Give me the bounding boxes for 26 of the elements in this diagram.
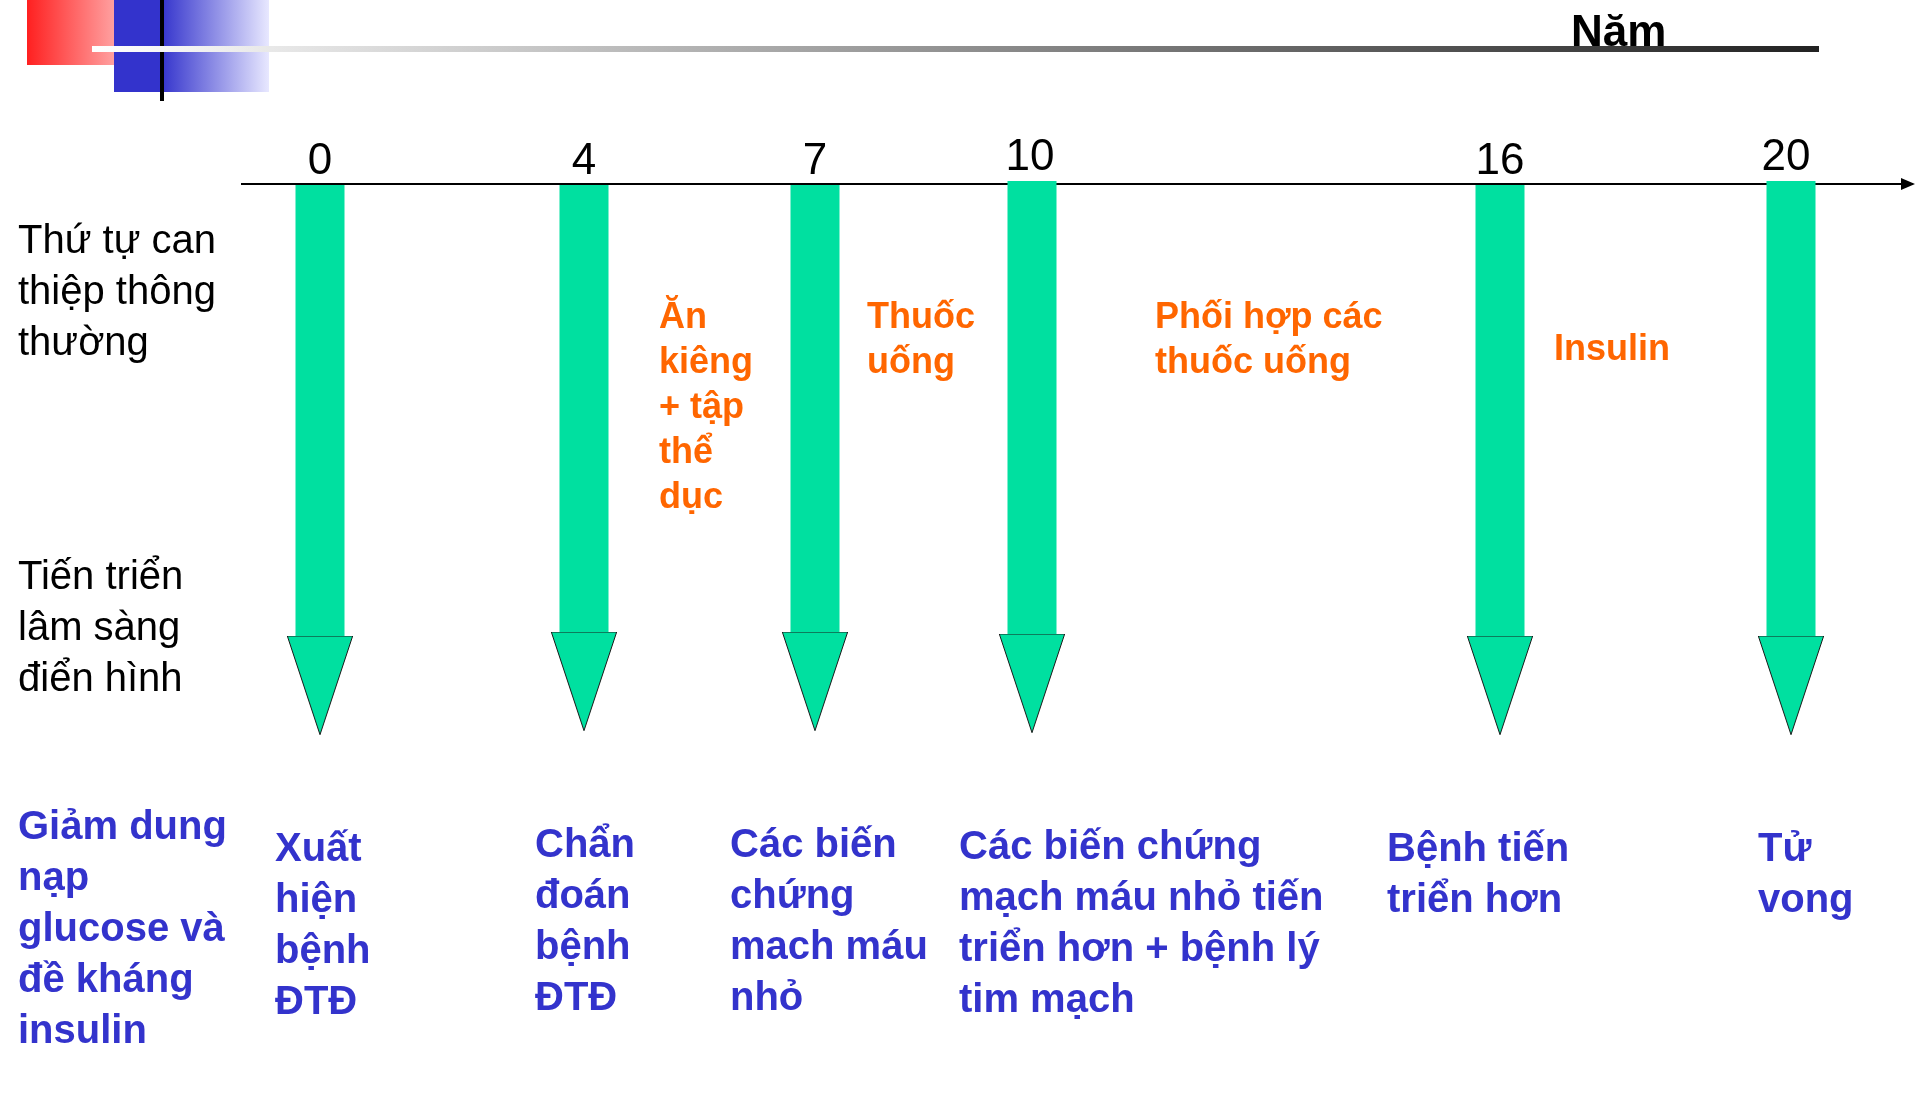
block-arrow [998, 181, 1066, 734]
axis-title: Năm [1571, 6, 1667, 56]
year-number: 16 [1460, 137, 1540, 181]
intervention-label: Thuốc uống [867, 294, 976, 383]
intervention-label: Insulin [1554, 326, 1671, 370]
block-arrow [1757, 181, 1825, 736]
intervention-label: Ăn kiêng + tập thể dục [659, 294, 755, 518]
outcome-label: Bệnh tiến triển hơn [1387, 822, 1617, 924]
block-arrow [286, 185, 354, 736]
outcome-label: Tử vong [1758, 822, 1898, 924]
outcome-label: Các biến chứng mach máu nhỏ [730, 818, 930, 1022]
intervention-label: Phối hợp các thuốc uống [1155, 294, 1384, 383]
year-number: 20 [1746, 133, 1826, 177]
outcome-label: Xuất hiện bệnh ĐTĐ [275, 822, 415, 1026]
outcome-label: Chẩn đoán bệnh ĐTĐ [535, 818, 675, 1022]
stage-label: Giảm dung nạp glucose và đề kháng insulin [18, 802, 228, 1053]
year-number: 4 [544, 137, 624, 181]
year-number: 0 [280, 137, 360, 181]
block-arrow [550, 185, 618, 732]
year-number: 10 [990, 133, 1070, 177]
year-number: 7 [775, 137, 855, 181]
block-arrow [781, 185, 849, 732]
block-arrow [1466, 185, 1534, 736]
row-heading: Thứ tự can thiệp thông thường [18, 216, 218, 365]
row-heading: Tiến triển lâm sàng điển hình [18, 552, 185, 701]
outcome-label: Các biến chứng mạch máu nhỏ tiến triển hơn + bệnh lý tim mạch [959, 820, 1339, 1024]
